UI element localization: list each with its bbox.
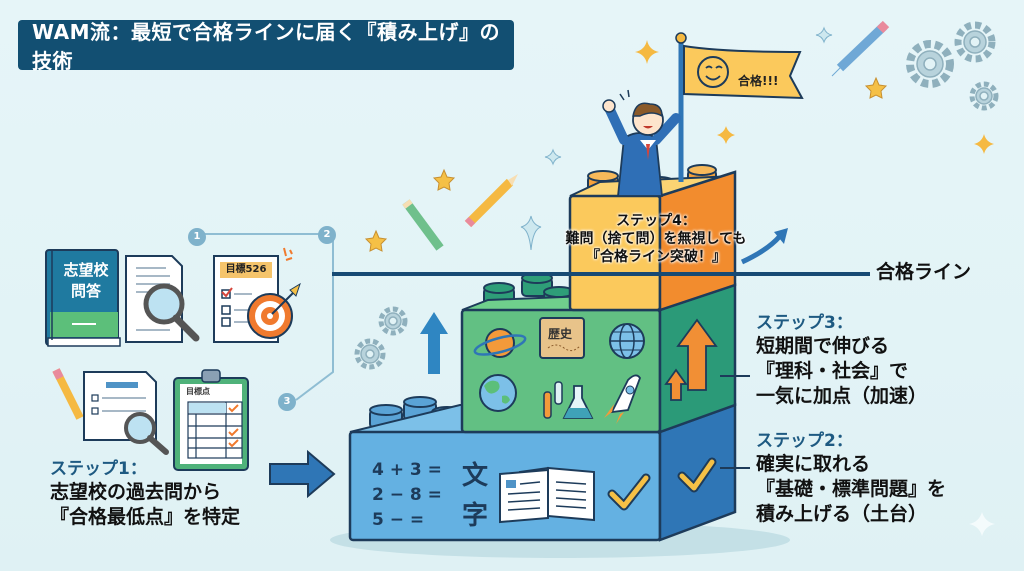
globe-icon — [609, 323, 645, 359]
kanji-moji: 文 字 — [462, 461, 489, 531]
step-1-label: ステップ1： — [50, 459, 147, 479]
person-icon — [602, 89, 681, 197]
step-3-label: ステップ3： — [756, 313, 853, 333]
step-1: ステップ1： 志望校の過去問から 『合格最低点』を特定 — [50, 459, 241, 528]
sparkle-faint — [969, 512, 995, 536]
goal-line — [332, 272, 870, 276]
earth-icon — [479, 374, 517, 412]
step-4-label: ステップ4： — [616, 213, 696, 229]
flask-icon — [562, 385, 594, 419]
step-3: ステップ3： 短期間で伸びる 『理科・社会』で 一気に加点（加速） — [756, 313, 928, 407]
clipboard-icon — [173, 369, 249, 471]
clipboard-header: 目標点 — [186, 387, 210, 396]
step1-to-base-arrow — [269, 449, 336, 499]
flow-badge-1: 1 — [188, 228, 206, 246]
math-problems: 4 + 3 = 2 − 8 = 5 − = — [372, 460, 442, 530]
up-arrow-icon — [664, 318, 718, 401]
goal-line-label: 合格ライン — [876, 261, 972, 283]
gear-icons — [354, 21, 999, 370]
flag-icon — [675, 32, 804, 182]
rocket-icon — [604, 374, 642, 424]
sparkle-decorations — [635, 40, 994, 154]
test-tube-icon — [543, 381, 563, 419]
past-exam-book-title: 志望校 問答 — [63, 261, 109, 300]
breakthrough-arrow — [740, 234, 782, 265]
target-icon — [247, 282, 301, 339]
pencil-icon-left — [52, 368, 84, 420]
open-book-icon — [499, 466, 595, 524]
target-score-label: 目標526 — [220, 262, 272, 278]
pencil-icon-yellow — [464, 174, 518, 228]
planet-icon — [473, 328, 527, 358]
flow-badge-3: 3 — [278, 393, 296, 411]
smiley-icon — [697, 56, 729, 88]
page-title: WAM流：最短で合格ラインに届く『積み上げ』の技術 — [18, 20, 514, 73]
pencil-icon-blue — [831, 20, 890, 77]
history-scroll-icon — [539, 317, 585, 359]
rise-arrow-icon — [420, 312, 448, 374]
past-exam-book-icon — [45, 249, 121, 347]
step-2-label: ステップ2： — [756, 431, 853, 451]
sparkle-outline-decorations — [520, 26, 833, 251]
document-search-icon — [125, 255, 200, 343]
flow-badge-2: 2 — [318, 226, 336, 244]
history-label: 歴史 — [548, 327, 573, 341]
page-title-text: WAM流：最短で合格ラインに届く『積み上げ』の技術 — [32, 20, 501, 73]
pencil-icon-green — [402, 199, 444, 251]
flag-text: 合格!!! — [738, 74, 779, 88]
star-decorations — [364, 76, 888, 252]
step-4: ステップ4： 難問（捨て問）を無視しても 『合格ライン突破！』 — [556, 212, 756, 266]
step-2: ステップ2： 確実に取れる 『基礎・標準問題』を 積み上げる（土台） — [756, 431, 947, 525]
document-search-icon-2 — [83, 371, 169, 455]
